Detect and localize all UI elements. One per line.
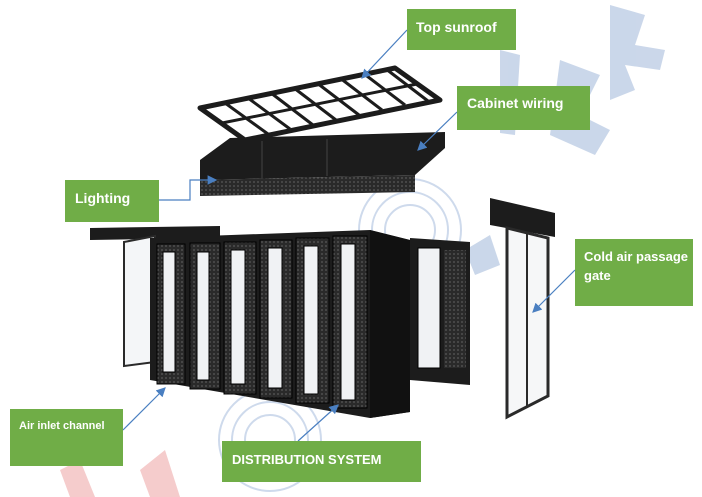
callout-cold-air-gate-line1: Cold air passage xyxy=(584,249,689,264)
callout-cold-air-gate-line2: gate xyxy=(584,267,611,283)
callout-cold-air-passage-gate: Cold air passage gate xyxy=(575,239,693,306)
cabinet-wiring-tray xyxy=(200,132,445,196)
left-door-panel xyxy=(90,226,220,368)
cabinet-row xyxy=(150,230,410,418)
callout-air-inlet-channel-text: Air inlet channel xyxy=(19,420,105,432)
callout-air-inlet-channel: Air inlet channel xyxy=(10,409,123,466)
callout-top-sunroof: Top sunroof xyxy=(407,9,516,50)
callout-distribution-system: DISTRIBUTION SYSTEM xyxy=(222,441,421,482)
callout-lighting: Lighting xyxy=(65,180,159,222)
callout-distribution-system-text: DISTRIBUTION SYSTEM xyxy=(232,452,382,467)
side-cabinet xyxy=(410,238,470,385)
callout-lighting-text: Lighting xyxy=(75,190,131,206)
leader-lines xyxy=(122,29,576,442)
callout-cabinet-wiring: Cabinet wiring xyxy=(457,86,590,130)
callout-cabinet-wiring-text: Cabinet wiring xyxy=(467,95,564,111)
cold-air-passage-gate xyxy=(490,198,555,420)
top-sunroof-frame xyxy=(197,65,443,143)
callout-top-sunroof-text: Top sunroof xyxy=(416,19,497,35)
